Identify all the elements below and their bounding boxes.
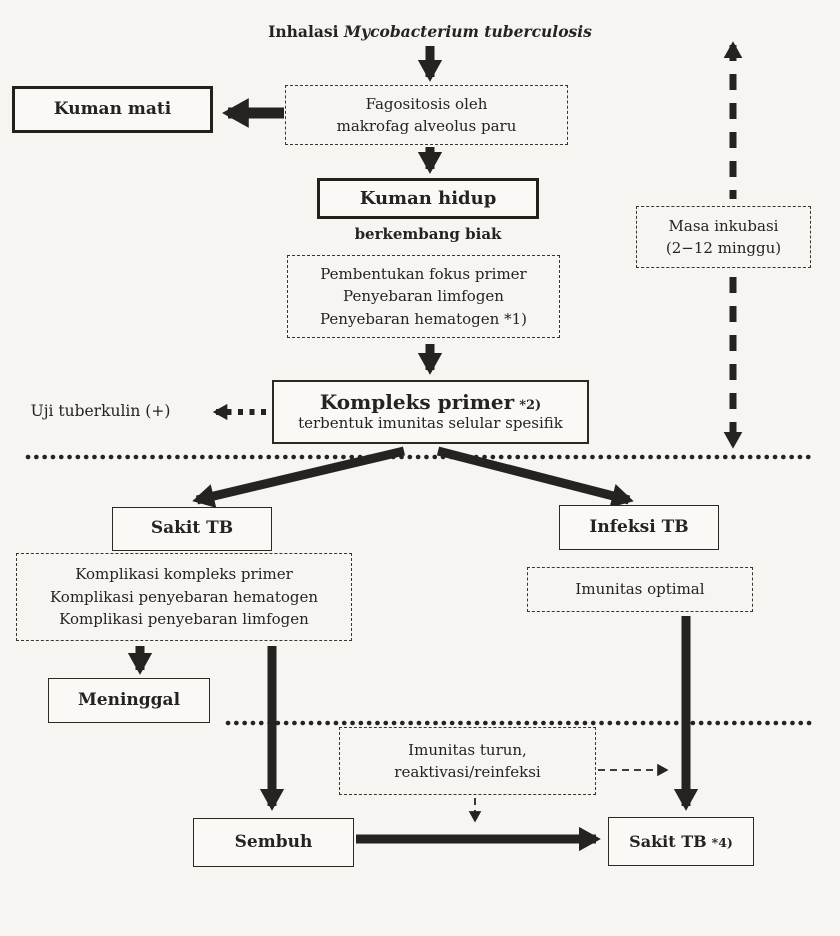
arrow-branch-to-sakit-tb xyxy=(192,446,406,508)
fagositosis-box: Fagositosis oleh makrofag alveolus paru xyxy=(285,85,568,145)
uji-tuberkulin-text: Uji tuberkulin (+) xyxy=(30,402,171,421)
sakit-tb4-footnote: *4) xyxy=(711,834,733,850)
kuman-mati-box: Kuman mati xyxy=(12,86,213,133)
sakit-tb-label: Sakit TB xyxy=(150,518,234,539)
inhalasi-prefix: Inhalasi xyxy=(268,22,339,42)
kompleks-primer-subtitle: terbentuk imunitas selular spesifik xyxy=(298,413,563,432)
berkembang-biak-label: berkembang biak xyxy=(317,223,539,245)
imunitas-optimal-box: Imunitas optimal xyxy=(527,567,753,612)
kuman-mati-label: Kuman mati xyxy=(53,98,172,119)
kuman-hidup-box: Kuman hidup xyxy=(317,178,539,219)
sakit-tb-box: Sakit TB xyxy=(112,507,272,551)
sembuh-box: Sembuh xyxy=(193,818,354,867)
komplikasi-box: Komplikasi kompleks primer Komplikasi pe… xyxy=(16,553,352,641)
inhalasi-species: Mycobacterium tuberculosis xyxy=(343,22,592,42)
infeksi-tb-box: Infeksi TB xyxy=(559,505,719,550)
sakit-tb4-label: Sakit TB xyxy=(629,831,707,851)
masa-inkubasi-line2: (2−12 minggu) xyxy=(665,239,782,257)
imunitas-turun-line2: reaktivasi/reinfeksi xyxy=(394,763,541,781)
kompleks-primer-box: Kompleks primer*2) terbentuk imunitas se… xyxy=(272,380,589,444)
berkembang-biak-text: berkembang biak xyxy=(354,224,502,243)
imunitas-optimal-label: Imunitas optimal xyxy=(575,580,705,599)
masa-inkubasi-box: Masa inkubasi (2−12 minggu) xyxy=(636,206,811,268)
fokus-line2: Penyebaran limfogen xyxy=(343,287,504,306)
komplikasi-line1: Komplikasi kompleks primer xyxy=(75,565,293,584)
fokus-line3: Penyebaran hematogen *1) xyxy=(320,309,527,328)
meninggal-label: Meninggal xyxy=(77,689,181,710)
kompleks-primer-footnote: *2) xyxy=(519,397,542,413)
imunitas-turun-line1: Imunitas turun, xyxy=(408,740,527,759)
infeksi-tb-label: Infeksi TB xyxy=(589,516,689,537)
fokus-line1: Pembentukan fokus primer xyxy=(320,264,527,283)
arrow-branch-to-infeksi-tb xyxy=(436,446,634,508)
inhalasi-label: Inhalasi Mycobacterium tuberculosis xyxy=(230,20,630,44)
imunitas-turun-box: Imunitas turun, reaktivasi/reinfeksi xyxy=(339,727,596,795)
uji-tuberkulin-label: Uji tuberkulin (+) xyxy=(18,400,183,424)
masa-inkubasi-line1: Masa inkubasi xyxy=(668,216,779,235)
meninggal-box: Meninggal xyxy=(48,678,210,723)
kompleks-primer-title: Kompleks primer xyxy=(319,389,515,414)
komplikasi-line3: Komplikasi penyebaran limfogen xyxy=(59,610,309,629)
fagositosis-line1: Fagositosis oleh xyxy=(365,94,488,113)
fokus-primer-box: Pembentukan fokus primer Penyebaran limf… xyxy=(287,255,560,338)
sembuh-label: Sembuh xyxy=(234,831,313,852)
sakit-tb4-box: Sakit TB*4) xyxy=(608,817,754,866)
komplikasi-line2: Komplikasi penyebaran hematogen xyxy=(49,587,319,606)
kuman-hidup-label: Kuman hidup xyxy=(359,188,497,209)
fagositosis-line2: makrofag alveolus paru xyxy=(336,117,517,135)
